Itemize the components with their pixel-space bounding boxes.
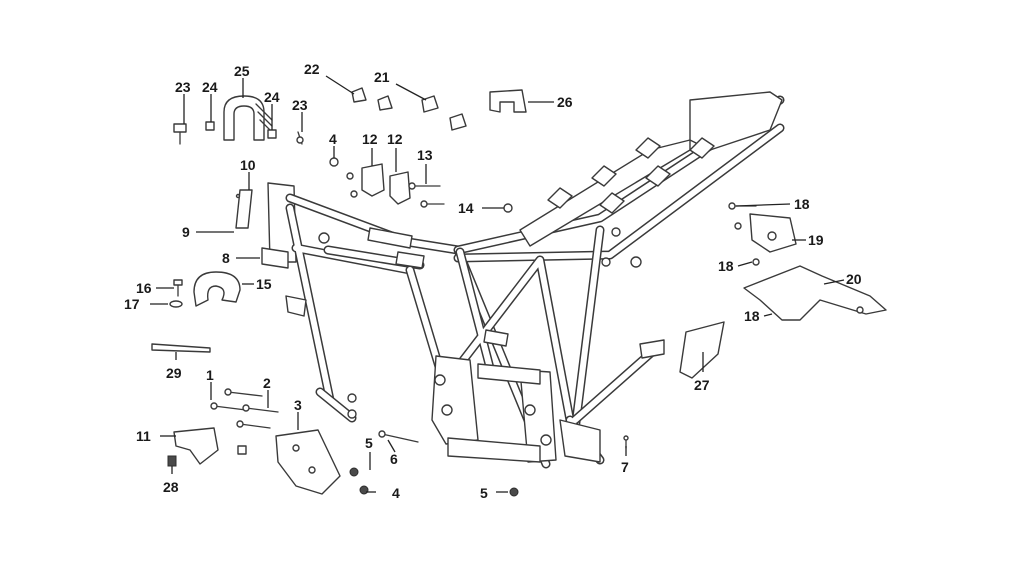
callout-25: 25 [234,63,250,79]
callout-10: 10 [240,157,256,173]
u-clamp [223,95,265,141]
steering-head [267,182,297,263]
callout-23-left: 23 [175,79,191,95]
callout-24-right: 24 [264,89,280,105]
clamp-15 [193,271,241,307]
callout-18-middle: 18 [718,258,734,274]
bracket-27 [679,321,725,379]
callout-11: 11 [136,428,151,444]
callout-5-bottom: 5 [480,485,488,501]
callout-24: 24 [202,79,218,95]
loose-parts [151,87,887,497]
callout-7: 7 [621,459,629,475]
callout-18-top: 18 [794,196,810,212]
bracket-8 [261,247,289,269]
plate-12b [389,171,411,205]
wedge-22 [351,87,367,103]
callout-12-left: 12 [362,131,378,147]
callout-6: 6 [390,451,398,467]
callout-13: 13 [417,147,433,163]
callout-16: 16 [136,280,152,296]
callout-18-bottom: 18 [744,308,760,324]
callout-9: 9 [182,224,190,240]
leader-lines [150,75,845,493]
callout-21: 21 [374,69,390,85]
bracket-11 [173,427,219,465]
callout-28: 28 [163,479,179,495]
callout-23-right: 23 [292,97,308,113]
rod-29 [151,343,211,353]
callout-17: 17 [124,296,140,312]
callout-8: 8 [222,250,230,266]
callout-4-bottom: 4 [392,485,400,501]
bracket-26 [489,89,527,113]
callout-26: 26 [557,94,573,110]
callout-19: 19 [808,232,824,248]
callout-15: 15 [256,276,272,292]
plate-12a [361,163,385,197]
callout-14: 14 [458,200,474,216]
sleeve-10 [235,189,253,229]
callout-5-left: 5 [365,435,373,451]
callout-12-right: 12 [387,131,403,147]
callout-29: 29 [166,365,182,381]
callout-1: 1 [206,367,214,383]
callout-3: 3 [294,397,302,413]
callout-20: 20 [846,271,862,287]
callout-labels: 1 2 3 4 4 5 5 6 7 8 9 10 11 12 12 13 14 … [124,61,862,501]
callout-2: 2 [263,375,271,391]
callout-27: 27 [694,377,710,393]
plate-3 [275,429,341,495]
bracket-20 [743,265,887,321]
callout-22: 22 [304,61,320,77]
callout-4-top: 4 [329,131,337,147]
main-frame [267,91,785,469]
